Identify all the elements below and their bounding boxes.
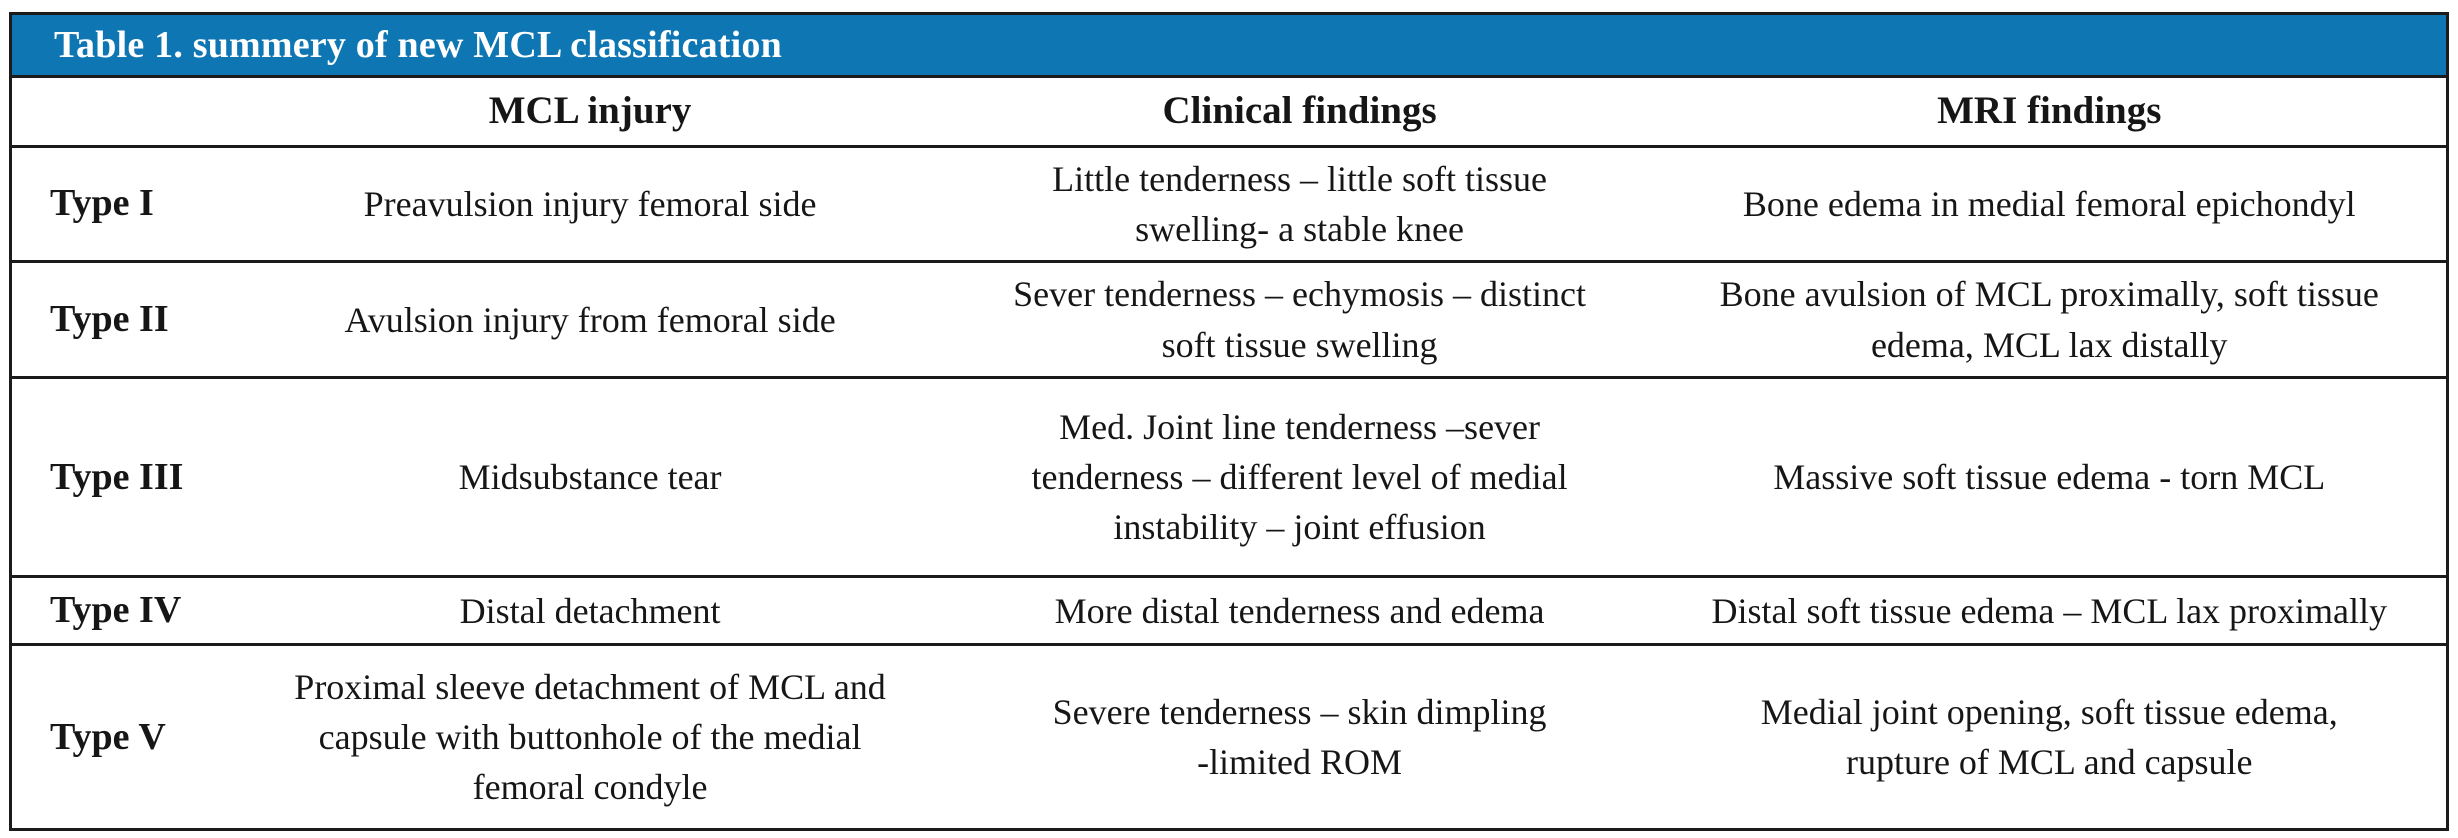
mri-findings-cell: Bone edema in medial femoral epichondyl <box>1742 183 2356 224</box>
type-label: Type IV <box>50 589 182 632</box>
type-label: Type I <box>50 182 154 225</box>
table-row-type-iv: Type IV Distal detachment More distal te… <box>12 577 2446 645</box>
column-header-empty <box>12 78 233 146</box>
mri-findings-cell: Bone avulsion of MCL proximally, soft ti… <box>1719 274 2379 365</box>
column-header-clinical-findings: Clinical findings <box>1162 89 1437 132</box>
mcl-injury-cell: Proximal sleeve detachment of MCL and ca… <box>294 666 886 808</box>
mri-findings-cell: Medial joint opening, soft tissue edema,… <box>1760 691 2338 783</box>
type-label: Type III <box>50 455 184 498</box>
table-row-type-i: Type I Preavulsion injury femoral side L… <box>12 146 2446 262</box>
mri-findings-cell: Massive soft tissue edema - torn MCL <box>1773 456 2326 497</box>
classification-table: MCL injury Clinical findings MRI finding… <box>12 78 2446 828</box>
table-title-bar: Table 1. summery of new MCL classificati… <box>12 15 2446 78</box>
mcl-classification-table: Table 1. summery of new MCL classificati… <box>9 12 2449 831</box>
table-row-type-ii: Type II Avulsion injury from femoral sid… <box>12 262 2446 378</box>
table-title: Table 1. summery of new MCL classificati… <box>54 24 782 66</box>
mcl-injury-cell: Distal detachment <box>459 590 721 631</box>
mcl-injury-cell: Midsubstance tear <box>458 456 722 497</box>
mcl-injury-cell: Avulsion injury from femoral side <box>344 299 836 340</box>
table-row-type-iii: Type III Midsubstance tear Med. Joint li… <box>12 378 2446 577</box>
mcl-injury-cell: Preavulsion injury femoral side <box>363 183 817 224</box>
table-header-row: MCL injury Clinical findings MRI finding… <box>12 78 2446 147</box>
clinical-findings-cell: Med. Joint line tenderness –sever tender… <box>1031 406 1568 548</box>
column-header-mcl-injury: MCL injury <box>488 89 692 132</box>
type-label: Type V <box>50 715 166 758</box>
clinical-findings-cell: Severe tenderness – skin dimpling -limit… <box>1052 691 1547 783</box>
column-header-mri-findings: MRI findings <box>1937 89 2162 132</box>
mri-findings-cell: Distal soft tissue edema – MCL lax proxi… <box>1711 590 2388 631</box>
clinical-findings-cell: Little tenderness – little soft tissue s… <box>1052 158 1548 249</box>
table-row-type-v: Type V Proximal sleeve detachment of MCL… <box>12 645 2446 828</box>
type-label: Type II <box>50 298 169 341</box>
clinical-findings-cell: More distal tenderness and edema <box>1054 590 1545 631</box>
clinical-findings-cell: Sever tenderness – echymosis – distinct … <box>1013 274 1587 365</box>
